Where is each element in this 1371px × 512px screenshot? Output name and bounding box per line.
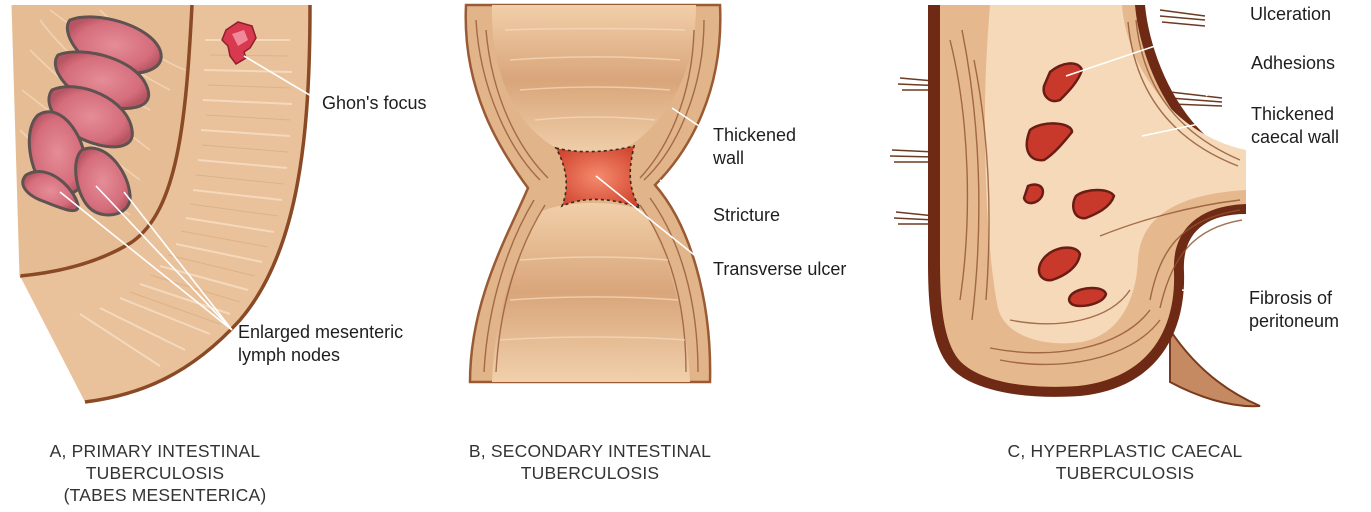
leader-adhesions	[1206, 66, 1246, 96]
leader-fibrosis	[1182, 290, 1244, 298]
caption-panel-a-line2: TUBERCULOSIS	[10, 463, 300, 483]
caption-panel-c-line2: TUBERCULOSIS	[975, 463, 1275, 483]
label-ghon-focus: Ghon's focus	[322, 93, 427, 114]
label-enlarged-lymph-nodes-line2: lymph nodes	[238, 345, 340, 366]
label-ulceration: Ulceration	[1250, 4, 1331, 25]
peritoneal-tail	[1170, 330, 1260, 406]
label-thickened-caecal-wall-line1: Thickened	[1251, 104, 1334, 125]
panel-c-hyperplastic-caecal-tb	[890, 5, 1260, 406]
label-fibrosis-of-peritoneum-line2: peritoneum	[1249, 311, 1339, 332]
label-transverse-ulcer: Transverse ulcer	[713, 259, 846, 280]
caption-panel-b-line1: B, SECONDARY INTESTINAL	[440, 441, 740, 461]
label-enlarged-lymph-nodes-line1: Enlarged mesenteric	[238, 322, 403, 343]
label-thickened-wall-line1: Thickened	[713, 125, 796, 146]
caption-panel-a-line3: (TABES MESENTERICA)	[10, 485, 320, 505]
caption-panel-c-line1: C, HYPERPLASTIC CAECAL	[975, 441, 1275, 461]
caption-panel-b-line2: TUBERCULOSIS	[440, 463, 740, 483]
label-adhesions: Adhesions	[1251, 53, 1335, 74]
caption-panel-a-line1: A, PRIMARY INTESTINAL	[10, 441, 300, 461]
label-stricture: Stricture	[713, 205, 780, 226]
ulcer	[1024, 184, 1043, 203]
label-thickened-caecal-wall-line2: caecal wall	[1251, 127, 1339, 148]
label-fibrosis-of-peritoneum-line1: Fibrosis of	[1249, 288, 1332, 309]
panel-b-secondary-intestinal-tb	[466, 5, 721, 382]
label-thickened-wall-line2: wall	[713, 148, 744, 169]
adhesion	[1160, 10, 1205, 26]
